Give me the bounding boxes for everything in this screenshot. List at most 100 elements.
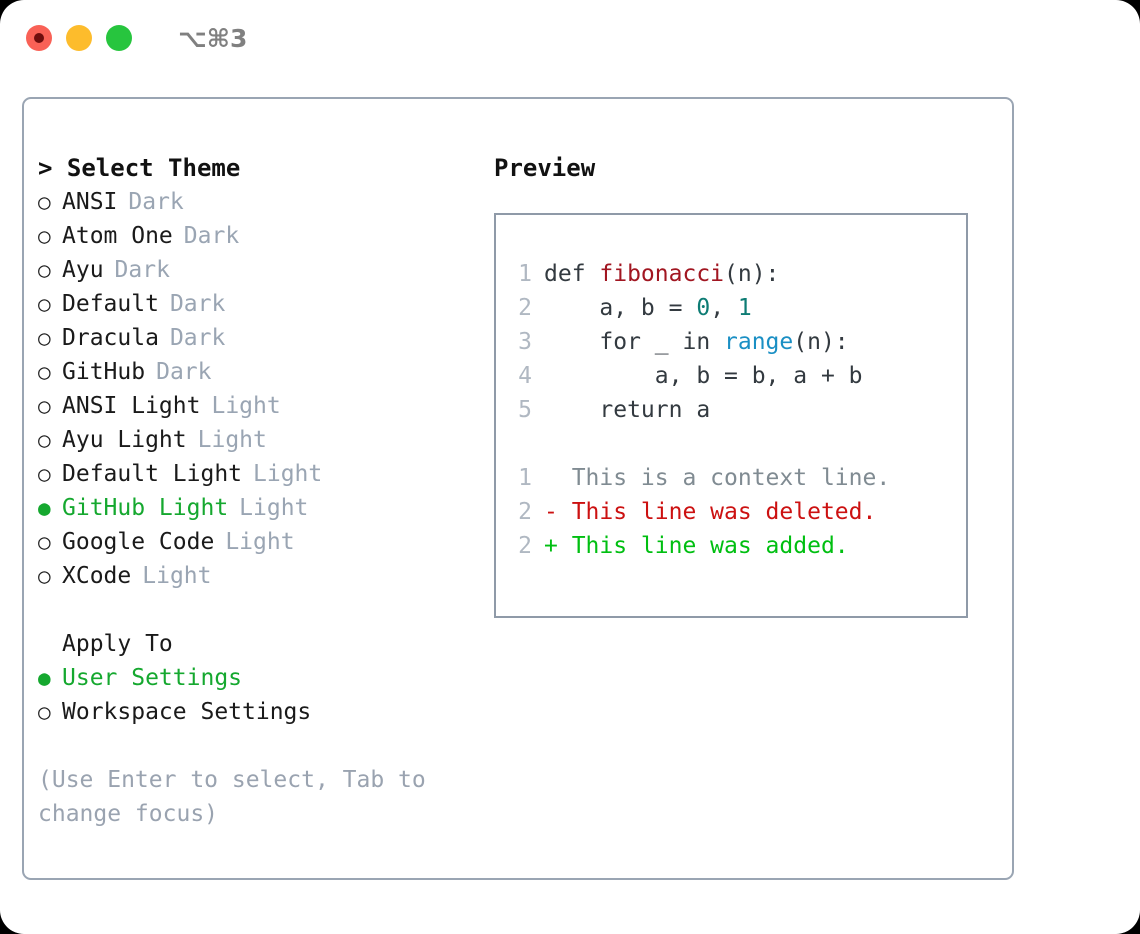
theme-option-label: ANSI xyxy=(62,189,118,215)
radio-selected-icon: ● xyxy=(38,496,51,520)
line-number: 2 xyxy=(518,533,532,559)
radio-unselected-icon: ○ xyxy=(38,462,51,486)
keyboard-shortcut-label: ⌥⌘3 xyxy=(178,23,248,53)
maximize-button-icon[interactable] xyxy=(106,25,132,51)
code-token-pun: (n): xyxy=(724,261,780,287)
theme-option-label: ANSI Light xyxy=(62,393,201,419)
theme-option-label: GitHub xyxy=(62,359,146,385)
theme-option-label: Default xyxy=(62,291,159,317)
apply-to-option-workspace-settings[interactable]: ○Workspace Settings xyxy=(38,695,494,729)
code-token-call: range xyxy=(724,329,794,355)
code-line-text: return a xyxy=(544,393,710,427)
theme-option-label: Dracula xyxy=(62,325,159,351)
diff-sample-block: 1 This is a context line. 2 - This line wa… xyxy=(496,461,966,563)
code-line: 2 a, b = 0, 1 xyxy=(496,291,966,325)
code-line-text: for _ in range(n): xyxy=(544,325,848,359)
apply-to-option-label: User Settings xyxy=(62,665,243,691)
diff-line-text-add: + This line was added. xyxy=(544,533,849,559)
diff-line-text-ctx: This is a context line. xyxy=(544,465,891,491)
theme-option-label: Ayu xyxy=(62,257,104,283)
theme-option-dracula[interactable]: ○ Dracula Dark xyxy=(38,321,494,355)
apply-to-list[interactable]: ● User Settings ○Workspace Settings xyxy=(38,661,494,729)
theme-option-ansi[interactable]: ○ ANSI Dark xyxy=(38,185,494,219)
radio-unselected-icon: ○ xyxy=(38,564,51,588)
code-line-text: a, b = b, a + b xyxy=(544,359,863,393)
select-theme-header: > Select Theme xyxy=(38,154,241,182)
theme-option-category: Dark xyxy=(128,189,184,215)
code-token-kw: a, b = b, a + b xyxy=(544,363,863,389)
theme-option-category: Light xyxy=(197,427,267,453)
theme-option-label: Ayu Light xyxy=(62,427,187,453)
code-token-num: 0 xyxy=(696,295,711,321)
radio-selected-icon: ● xyxy=(38,666,51,690)
code-line: 3 for _ in range(n): xyxy=(496,325,966,359)
apply-to-option-label: Workspace Settings xyxy=(62,699,312,725)
code-token-fn: fibonacci xyxy=(599,261,725,287)
apply-to-header: Apply To xyxy=(62,631,173,657)
radio-unselected-icon: ○ xyxy=(38,190,51,214)
theme-option-category: Dark xyxy=(114,257,170,283)
theme-option-label: Default Light xyxy=(62,461,243,487)
line-number: 1 xyxy=(518,261,532,287)
line-number: 2 xyxy=(518,295,532,321)
title-bar: ⌥⌘3 xyxy=(0,0,1140,76)
apply-to-option-user-settings[interactable]: ● User Settings xyxy=(38,661,494,695)
code-line-text: def fibonacci(n): xyxy=(544,257,779,291)
minimize-button-icon[interactable] xyxy=(66,25,92,51)
list-spacer xyxy=(38,593,494,627)
line-number: 1 xyxy=(518,465,532,491)
line-number: 3 xyxy=(518,329,532,355)
code-token-kw: def xyxy=(544,261,600,287)
line-number: 2 xyxy=(518,499,532,525)
radio-unselected-icon: ○ xyxy=(38,258,51,282)
radio-unselected-icon: ○ xyxy=(38,292,51,316)
theme-option-category: Dark xyxy=(169,291,226,317)
theme-option-category: Light xyxy=(253,461,323,487)
code-line: 5 return a xyxy=(496,393,966,427)
theme-option-label: Google Code xyxy=(62,529,215,555)
theme-option-atom-one[interactable]: ○ Atom One Dark xyxy=(38,219,494,253)
diff-line: 2 + This line was added. xyxy=(496,529,966,563)
traffic-light-group xyxy=(26,25,132,51)
theme-option-label: Atom One xyxy=(62,223,173,249)
close-button-icon[interactable] xyxy=(26,25,52,51)
line-number: 5 xyxy=(518,397,532,423)
theme-option-google-code[interactable]: ○ Google Code Light xyxy=(38,525,494,559)
diff-line-text-del: - This line was deleted. xyxy=(544,499,877,525)
theme-option-label: XCode xyxy=(62,563,132,589)
code-token-kw: a, b = xyxy=(544,295,697,321)
theme-option-category: Light xyxy=(142,563,212,589)
theme-option-category: Light xyxy=(211,393,281,419)
diff-line: 1 This is a context line. xyxy=(496,461,966,495)
radio-unselected-icon: ○ xyxy=(38,326,51,350)
code-token-kw: return a xyxy=(544,397,711,423)
code-line: 1 def fibonacci(n): xyxy=(496,257,966,291)
radio-unselected-icon: ○ xyxy=(38,360,51,384)
theme-option-category: Dark xyxy=(169,325,226,351)
code-token-kw: for _ in xyxy=(544,329,725,355)
code-token-pun: , xyxy=(710,295,738,321)
theme-option-default[interactable]: ○ Default Dark xyxy=(38,287,494,321)
theme-option-category: Dark xyxy=(156,359,212,385)
code-token-num: 1 xyxy=(737,295,752,321)
theme-option-github[interactable]: ○ GitHub Dark xyxy=(38,355,494,389)
theme-option-default-light[interactable]: ○ Default Light Light xyxy=(38,457,494,491)
theme-option-category: Light xyxy=(225,529,295,555)
theme-option-category: Light xyxy=(239,495,309,521)
keyboard-hint-text: (Use Enter to select, Tab to change focu… xyxy=(38,767,440,827)
theme-option-category: Dark xyxy=(183,223,240,249)
radio-unselected-icon: ○ xyxy=(38,530,51,554)
radio-unselected-icon: ○ xyxy=(38,224,51,248)
theme-option-xcode[interactable]: ○ XCode Light xyxy=(38,559,494,593)
hint-spacer xyxy=(38,729,494,763)
theme-option-ayu[interactable]: ○ Ayu Dark xyxy=(38,253,494,287)
